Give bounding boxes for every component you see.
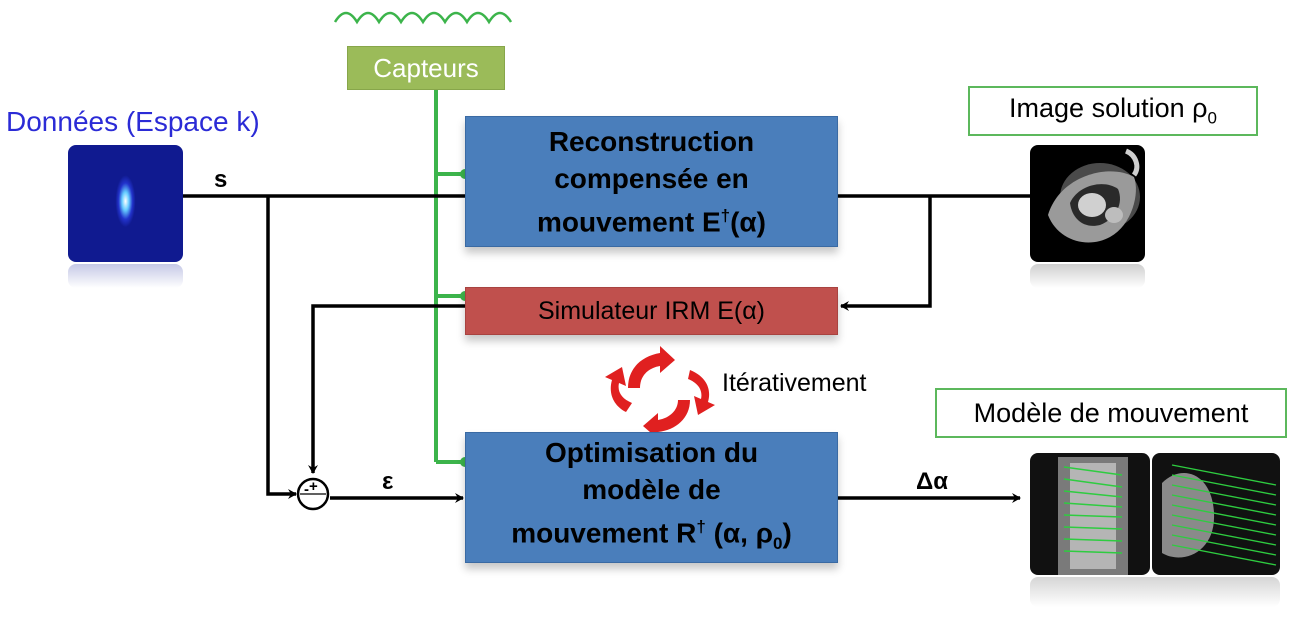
sensor-bus [434,90,465,464]
optimisation-line2: modèle de [582,473,721,505]
delta-alpha-label: Δα [916,468,949,495]
optimisation-line1: Optimisation du [544,436,759,468]
kspace-image-reflection [68,264,183,288]
epsilon-label: ε [382,468,394,495]
sum-minus-sign: - [304,481,309,498]
heart-scan-icon [1048,148,1140,243]
motion-model-reflection [1030,577,1280,607]
modele-mouvement-label: Modèle de mouvement [973,397,1249,428]
cardiac-mri-reflection [1030,264,1145,288]
optimisation-box: Optimisation du modèle de mouvement R† (… [465,432,838,563]
image-solution-label-box: Image solution ρ0 [968,86,1258,136]
simulateur-box: Simulateur IRM E(α) [465,287,838,335]
modele-mouvement-label-box: Modèle de mouvement [935,388,1287,438]
signal-lines [183,194,1030,503]
sum-plus-sign: + [309,478,318,495]
reconstruction-line1: Reconstruction [548,125,755,157]
iteration-arrows-icon [605,346,715,439]
kspace-image [68,145,183,262]
sensor-waveform-icon [333,11,513,25]
reconstruction-box: Reconstruction compensée en mouvement E†… [465,116,838,247]
reconstruction-line3: mouvement E†(α) [537,205,766,238]
image-solution-label: Image solution ρ0 [1009,93,1217,128]
cardiac-mri-image [1030,145,1145,262]
capteurs-label: Capteurs [373,52,479,83]
iterativement-label: Itérativement [722,369,867,397]
motion-field-icon [1058,457,1128,575]
simulateur-label: Simulateur IRM E(α) [538,296,765,325]
optimisation-line3: mouvement R† (α, ρ0) [511,516,792,553]
motion-model-image-right [1152,453,1280,575]
motion-vectors-icon [1162,464,1277,566]
capteurs-box: Capteurs [347,46,505,90]
reconstruction-line2: compensée en [554,162,749,194]
donnees-label: Données (Espace k) [6,106,260,137]
signal-s-label: s [214,166,228,193]
motion-model-image-left [1030,453,1150,575]
